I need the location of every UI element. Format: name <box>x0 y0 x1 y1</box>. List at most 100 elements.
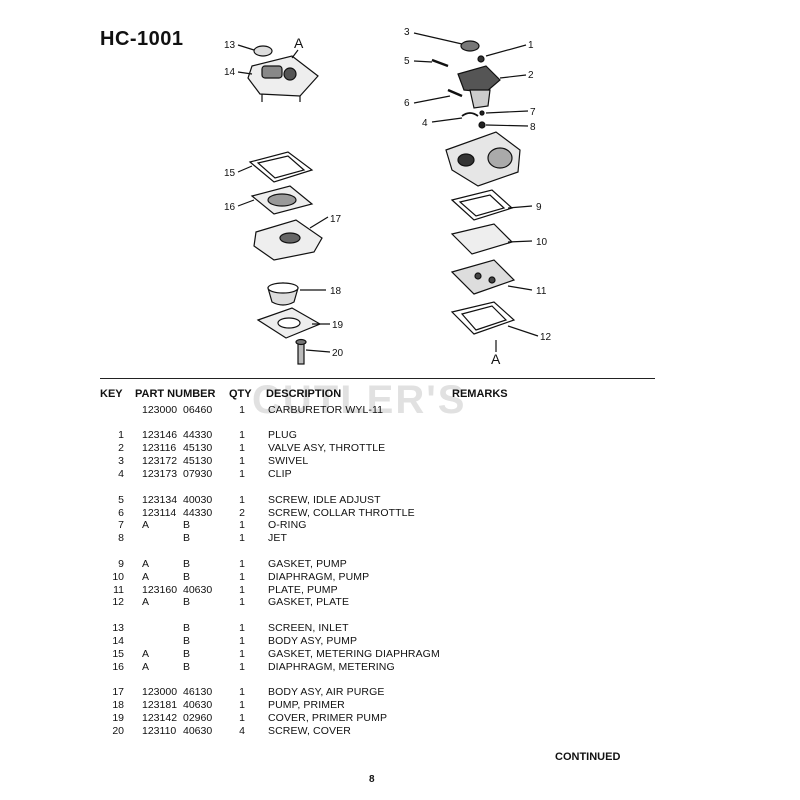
part-number-suffix-cell: 40030 <box>183 493 213 506</box>
qty-cell: 1 <box>239 660 245 673</box>
continued-label: CONTINUED <box>555 751 621 763</box>
part-number-prefix-cell: 123146 <box>142 429 178 442</box>
part-number-suffix-cell: 45130 <box>183 442 213 455</box>
description-cell: SCREW, COVER <box>268 724 351 737</box>
part-number-suffix-cell: B <box>183 634 191 647</box>
part-number-suffix-cell: B <box>183 596 191 609</box>
callout-13: 13 <box>224 40 236 51</box>
gasket-plate-part <box>450 301 516 335</box>
part-number-prefix-cell: 123110 <box>142 724 177 737</box>
callout-19: 19 <box>332 320 344 331</box>
watermark: CUTLER'S <box>252 378 467 422</box>
part-number-suffix-cell: B <box>183 532 191 545</box>
description-cell: COVER, PRIMER PUMP <box>268 711 388 724</box>
header-key: KEY <box>100 388 123 400</box>
header-qty: QTY <box>229 388 252 400</box>
qty-cell: 1 <box>239 699 245 711</box>
part-number-prefix-cell: 123134 <box>142 493 178 506</box>
qty-cell: 1 <box>239 519 245 532</box>
callout-20: 20 <box>332 348 344 359</box>
description-cell: PUMP, PRIMER <box>268 699 345 711</box>
part-number-prefix-cell: A <box>142 596 150 609</box>
part-number-prefix-cell: 123172 <box>142 455 178 468</box>
gasket-pump-part <box>450 189 514 221</box>
pump-body-part <box>247 55 319 97</box>
part-number-suffix-cell: 02960 <box>183 711 213 724</box>
key-cell: 4 <box>118 468 124 481</box>
callout-6: 6 <box>404 98 410 109</box>
part-number-prefix-cell: 123000 <box>142 404 178 416</box>
part-number-suffix-cell: 40630 <box>183 583 213 596</box>
description-cell: DIAPHRAGM, PUMP <box>268 570 370 583</box>
part-number-suffix-cell: B <box>183 647 191 660</box>
callout-7: 7 <box>530 107 536 118</box>
part-number-suffix-cell: B <box>183 519 191 532</box>
part-number-prefix-cell: 123173 <box>142 468 178 481</box>
page-title: HC-1001 <box>100 28 184 50</box>
description-cell: SCREEN, INLET <box>268 621 349 634</box>
part-number-prefix-cell: A <box>142 557 150 570</box>
description-cell: PLATE, PUMP <box>268 583 338 596</box>
callout-17: 17 <box>330 214 342 225</box>
header-part-number: PART NUMBER <box>135 388 216 400</box>
callout-1: 1 <box>528 40 534 51</box>
qty-cell: 1 <box>239 583 245 596</box>
o-ring-part <box>479 110 485 116</box>
key-cell: 20 <box>112 724 124 737</box>
part-number-prefix-cell: 123160 <box>142 583 178 596</box>
collar-screw-part <box>447 88 463 98</box>
description-cell: BODY ASY, AIR PURGE <box>268 686 385 699</box>
key-cell: 1 <box>118 429 124 442</box>
ref-letter-a-bottom: A <box>491 351 501 367</box>
qty-cell: 1 <box>239 711 245 724</box>
part-number-prefix-cell: A <box>142 519 150 532</box>
ref-letter-a-top: A <box>294 35 304 51</box>
diaphragm-pump-part <box>450 223 514 255</box>
callout-2: 2 <box>528 70 534 81</box>
page-number: 8 <box>369 774 375 785</box>
description-cell: BODY ASY, PUMP <box>268 634 358 647</box>
callout-14: 14 <box>224 67 236 78</box>
description-cell: PLUG <box>268 429 297 442</box>
qty-cell: 1 <box>239 429 245 442</box>
gasket-metering-part <box>248 151 314 183</box>
qty-cell: 1 <box>239 442 245 455</box>
key-cell: 5 <box>118 493 124 506</box>
jet-part <box>478 121 486 129</box>
part-number-suffix-cell: B <box>183 660 191 673</box>
key-cell: 15 <box>112 647 124 660</box>
qty-cell: 1 <box>239 455 245 468</box>
description-cell: GASKET, PUMP <box>268 557 347 570</box>
callout-5: 5 <box>404 56 410 67</box>
idle-screw-part <box>431 58 449 68</box>
description-cell: SCREW, COLLAR THROTTLE <box>268 506 415 519</box>
description-cell: CLIP <box>268 468 292 481</box>
callout-9: 9 <box>536 202 542 213</box>
qty-cell: 1 <box>239 686 245 699</box>
part-number-suffix-cell: 44330 <box>183 506 213 519</box>
part-number-suffix-cell: 45130 <box>183 455 213 468</box>
key-cell: 19 <box>112 711 124 724</box>
qty-cell: 4 <box>239 724 245 737</box>
part-number-prefix-cell: 123181 <box>142 699 178 711</box>
part-number-suffix-cell: B <box>183 570 191 583</box>
table-top-rule <box>100 378 655 379</box>
plug-part <box>477 55 485 63</box>
qty-cell: 1 <box>239 570 245 583</box>
key-cell: 10 <box>112 570 124 583</box>
description-cell: SCREW, IDLE ADJUST <box>268 493 381 506</box>
callout-18: 18 <box>330 286 342 297</box>
key-cell: 8 <box>118 532 124 545</box>
key-cell: 12 <box>112 596 124 609</box>
part-number-suffix-cell: 44330 <box>183 429 213 442</box>
part-number-suffix-cell: 40630 <box>183 699 213 711</box>
